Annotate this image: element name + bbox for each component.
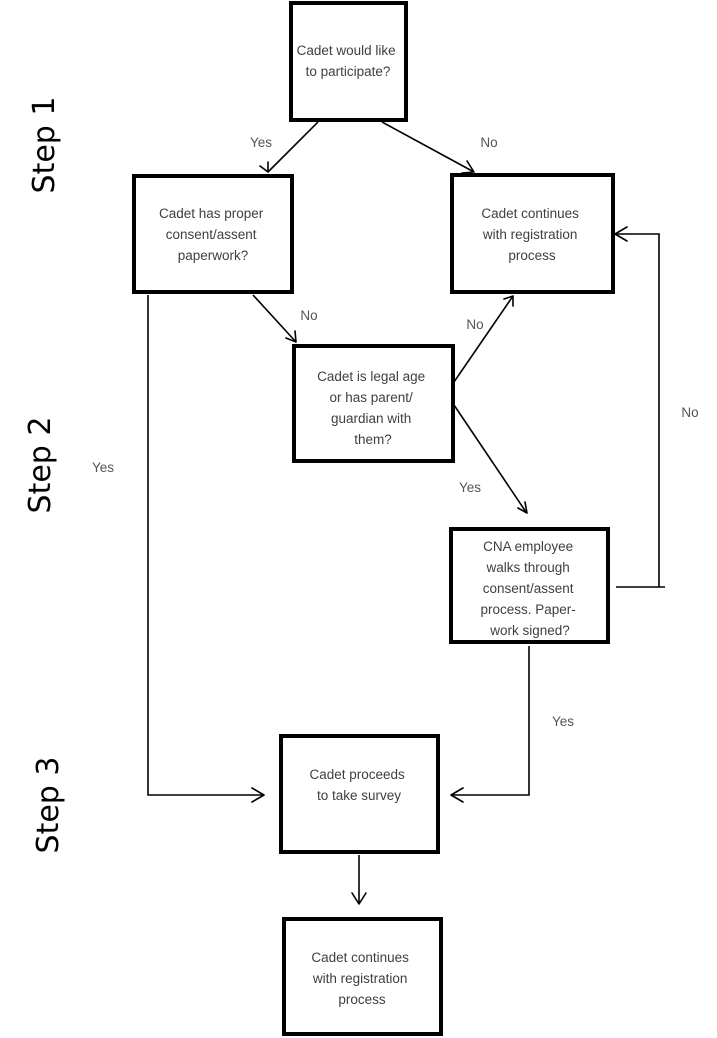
- node-continue-registration-top: Cadet continues with registration proces…: [450, 173, 615, 294]
- node-text: Cadet has proper consent/assent paperwor…: [159, 206, 267, 263]
- edge-label-no: No: [681, 405, 698, 420]
- edge-cna-no-riser: [616, 233, 660, 587]
- node-line: them?: [354, 432, 392, 447]
- node-line: guardian with: [331, 411, 411, 426]
- node-continue-registration-bottom: Cadet continues with registration proces…: [282, 917, 443, 1036]
- node-box: [132, 174, 294, 294]
- node-line: Cadet proceeds: [309, 767, 405, 782]
- node-line: walks through: [485, 560, 569, 575]
- node-box: [449, 527, 610, 644]
- node-text: Cadet is legal age or has parent/ guardi…: [317, 369, 429, 447]
- node-cna-walkthrough: CNA employee walks through consent/assen…: [449, 527, 610, 644]
- node-text: Cadet continues with registration proces…: [481, 206, 582, 263]
- edge-label-yes: Yes: [552, 714, 574, 729]
- node-line: process: [508, 248, 556, 263]
- edge-paperwork-yes: [147, 295, 263, 796]
- node-line: with registration: [482, 227, 578, 242]
- step-2-label: Step 2: [23, 417, 58, 514]
- node-participate: Cadet would like to participate?: [289, 1, 408, 122]
- edge-label-no: No: [300, 308, 317, 323]
- edge-label-yes: Yes: [250, 135, 272, 150]
- edge-legalage-yes: [453, 404, 527, 513]
- node-line: Cadet is legal age: [317, 369, 425, 384]
- node-line: consent/assent: [166, 227, 257, 242]
- node-line: to take survey: [317, 788, 401, 803]
- edge-cna-yes: [452, 646, 530, 796]
- edge-legalage-no: [453, 295, 514, 383]
- node-line: paperwork?: [178, 248, 249, 263]
- node-text: Cadet proceeds to take survey: [309, 767, 408, 803]
- step-1-label: Step 1: [27, 97, 62, 194]
- node-line: work signed?: [489, 623, 570, 638]
- node-text: CNA employee walks through consent/assen…: [480, 539, 579, 638]
- edge-label-yes: Yes: [459, 480, 481, 495]
- node-line: Cadet continues: [481, 206, 579, 221]
- arrowhead-icon: [517, 501, 528, 514]
- node-line: to participate?: [306, 64, 391, 79]
- edge-paperwork-no: [252, 294, 297, 343]
- edge-label-yes: Yes: [92, 460, 114, 475]
- node-box: [292, 344, 455, 463]
- arrowhead-icon: [285, 330, 297, 343]
- node-box: [450, 173, 615, 294]
- node-line: consent/assent: [483, 581, 574, 596]
- edge-participate-yes: [267, 121, 319, 173]
- node-take-survey: Cadet proceeds to take survey: [279, 734, 440, 854]
- node-line: CNA employee: [483, 539, 573, 554]
- arrowhead-icon: [450, 787, 464, 803]
- node-text: Cadet would like to participate?: [297, 43, 400, 79]
- edge-participate-no: [381, 121, 475, 173]
- arrowhead-icon: [259, 161, 269, 173]
- step-3-label: Step 3: [31, 757, 66, 854]
- node-line: with registration: [312, 971, 408, 986]
- node-box: [282, 917, 443, 1036]
- node-line: Cadet continues: [311, 950, 409, 965]
- connectors: [147, 121, 665, 905]
- node-box: [279, 734, 440, 854]
- node-line: Cadet would like: [297, 43, 396, 58]
- arrowhead-icon: [251, 787, 265, 803]
- node-line: process. Paper-: [480, 602, 575, 617]
- arrowhead-icon: [503, 295, 514, 307]
- node-line: process: [338, 992, 386, 1007]
- arrowhead-icon: [461, 160, 475, 174]
- node-has-paperwork: Cadet has proper consent/assent paperwor…: [132, 174, 294, 294]
- node-line: or has parent/: [329, 390, 413, 405]
- node-line: Cadet has proper: [159, 206, 264, 221]
- node-box: [289, 1, 408, 122]
- edge-label-no: No: [480, 135, 497, 150]
- node-legal-age: Cadet is legal age or has parent/ guardi…: [292, 344, 455, 463]
- arrowhead-icon: [351, 892, 367, 905]
- edge-label-no: No: [466, 317, 483, 332]
- node-text: Cadet continues with registration proces…: [311, 950, 412, 1007]
